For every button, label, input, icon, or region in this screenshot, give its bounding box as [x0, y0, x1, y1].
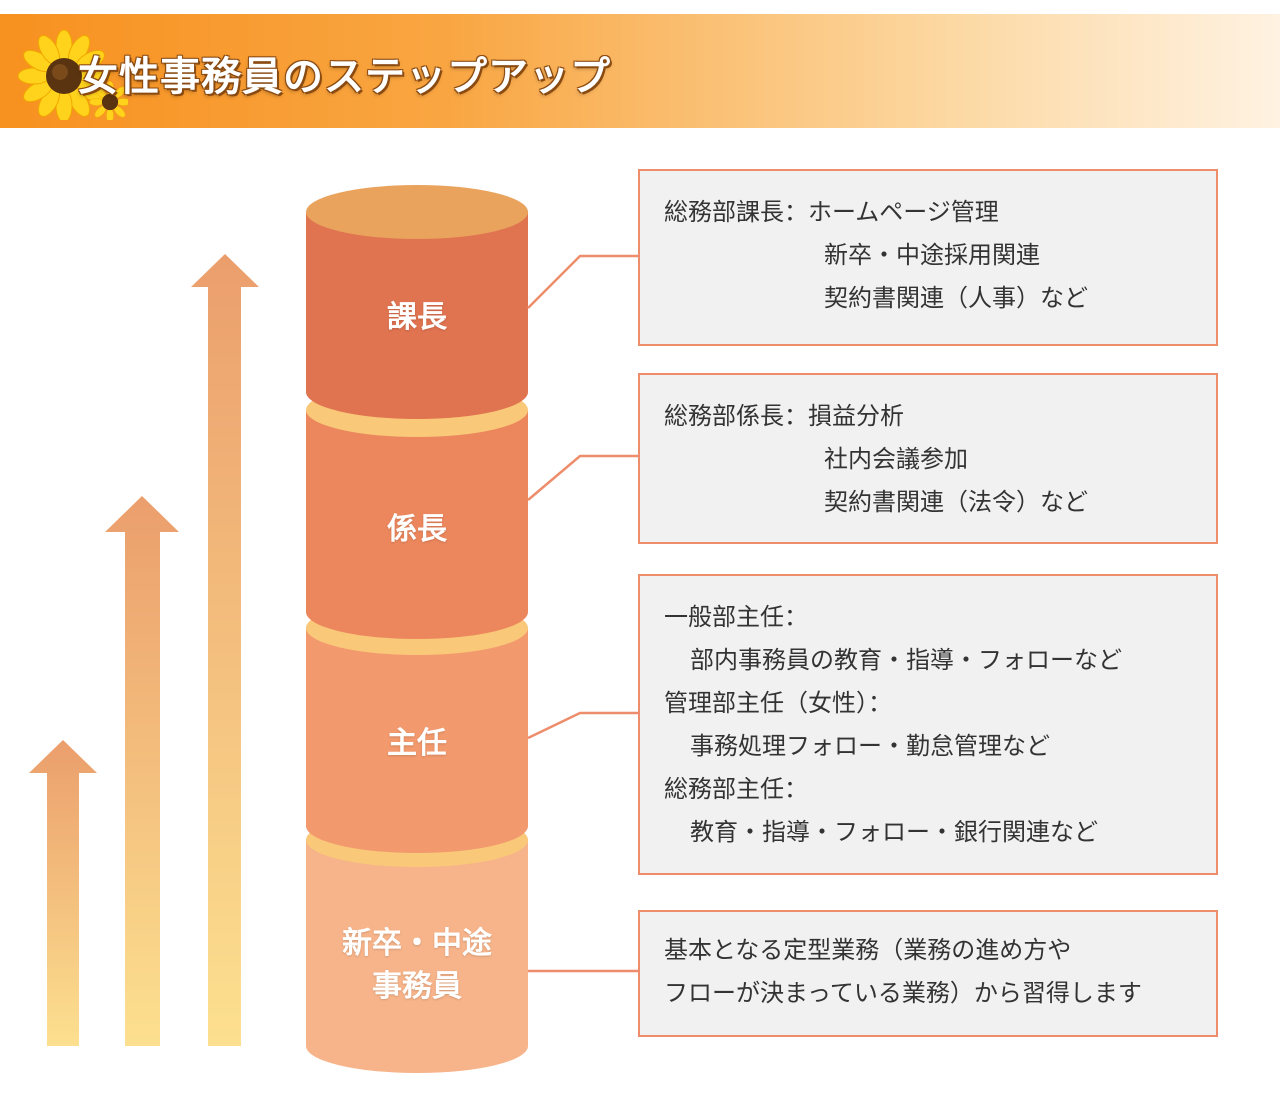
duty-heading: 総務部課長：: [664, 198, 808, 226]
duty-item: 契約書関連（人事）など: [824, 284, 1088, 312]
tier-label-kakaricho: 係長: [387, 512, 447, 547]
duty-box-kacho: 総務部課長： ホームページ管理 新卒・中途採用関連 契約書関連（人事）など: [638, 169, 1218, 346]
duty-box-shunin: 一般部主任： 部内事務員の教育・指導・フォローなど 管理部主任（女性）： 事務処…: [638, 574, 1218, 875]
duty-item: ホームページ管理: [808, 198, 999, 226]
duty-box-shinsotsu: 基本となる定型業務（業務の進め方や フローが決まっている業務）から習得します: [638, 910, 1218, 1037]
page-title: 女性事務員のステップアップ: [78, 54, 611, 100]
duty-heading: 総務部主任：: [664, 775, 808, 803]
arrow-up-icon: [191, 254, 259, 1046]
duty-item: 契約書関連（法令）など: [824, 488, 1088, 516]
duty-heading: 総務部係長：: [664, 402, 808, 430]
sunflower-icon: [18, 29, 128, 120]
connector-kakaricho: [527, 454, 638, 501]
duty-item: 新卒・中途採用関連: [824, 241, 1040, 269]
duty-row: 総務部係長： 損益分析: [664, 395, 1192, 438]
connector-shunin: [527, 711, 638, 740]
arrow-up-icon: [29, 740, 97, 1046]
arrow-up-icon: [105, 496, 179, 1046]
tier-label-shinsotsu: 新卒・中途 事務員: [342, 926, 492, 1004]
tier-label-kacho: 課長: [387, 300, 447, 335]
duty-item: フローが決まっている業務）から習得します: [664, 979, 1142, 1007]
duty-heading: 一般部主任：: [664, 603, 808, 631]
tier-kacho: [306, 185, 528, 419]
duty-item: 基本となる定型業務（業務の進め方や: [664, 936, 1072, 964]
duty-item: 部内事務員の教育・指導・フォローなど: [690, 646, 1122, 674]
duty-row: 総務部課長： ホームページ管理: [664, 191, 1192, 234]
duty-item: 社内会議参加: [824, 445, 968, 473]
duty-item: 事務処理フォロー・勤怠管理など: [690, 732, 1050, 760]
duty-heading: 管理部主任（女性）：: [664, 689, 892, 717]
duty-item: 教育・指導・フォロー・銀行関連など: [690, 818, 1098, 846]
duty-box-kakaricho: 総務部係長： 損益分析 社内会議参加 契約書関連（法令）など: [638, 373, 1218, 544]
connector-kacho: [527, 254, 638, 309]
tier-label-shunin: 主任: [387, 726, 447, 761]
title-bar: [0, 14, 1280, 128]
duty-item: 損益分析: [808, 402, 904, 430]
